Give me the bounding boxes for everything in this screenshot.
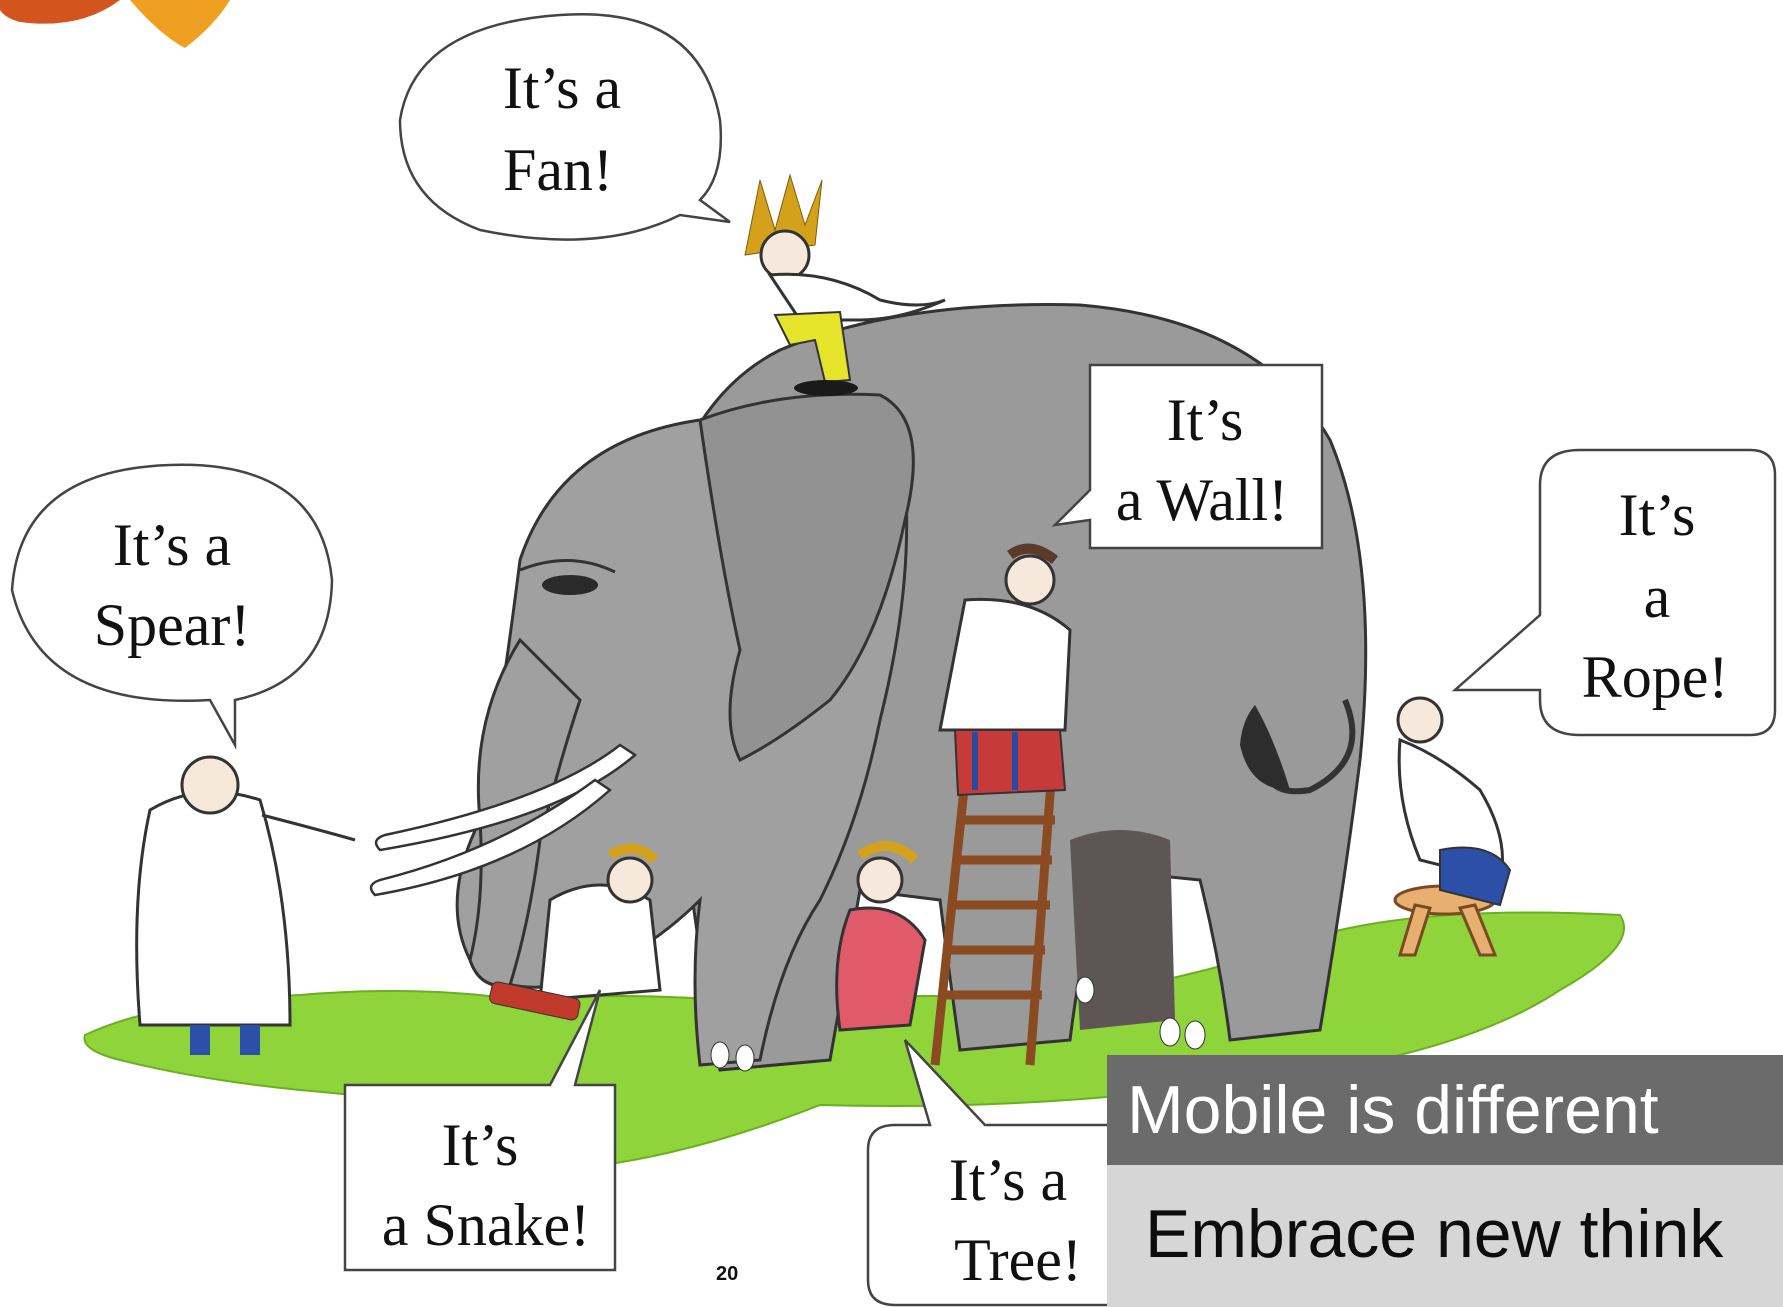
bubble-fan-line-1: It’s a (503, 55, 621, 121)
man-wall (938, 543, 1072, 797)
bubble-wall-line-1: It’s (1167, 387, 1244, 453)
bubble-spear-line-2: Spear! (94, 592, 251, 658)
bubble-tree-line-1: It’s a (949, 1147, 1067, 1213)
slide-number: 20 (716, 1263, 739, 1285)
man-spear (135, 755, 356, 1055)
caption-primary: Mobile is different (1107, 1055, 1783, 1165)
bubble-spear: It’s a Spear! (10, 463, 334, 750)
bubble-snake-line-1: It’s (442, 1112, 519, 1178)
bubble-rope-line-1: It’s (1619, 482, 1696, 548)
bubble-fan: It’s a Fan! (398, 12, 731, 241)
bubble-snake-line-2: a Snake! (382, 1192, 590, 1258)
caption-secondary: Embrace new think (1107, 1165, 1783, 1307)
bubble-tree-line-2: Tree! (954, 1227, 1082, 1293)
bubble-rope-line-3: Rope! (1582, 644, 1729, 710)
bubble-tree: It’s a Tree! (866, 1039, 1172, 1307)
bubble-wall-line-2: a Wall! (1116, 467, 1288, 533)
man-snake (489, 843, 662, 1021)
bubble-snake: It’s a Snake! (343, 989, 617, 1272)
bubble-spear-line-1: It’s a (113, 512, 231, 578)
woman-tree (835, 841, 927, 1032)
logo-mark (0, 0, 230, 48)
man-rope (1396, 696, 1512, 907)
bubble-rope-line-2: a (1644, 564, 1671, 630)
man-fan (744, 173, 946, 396)
bubble-fan-line-2: Fan! (503, 137, 613, 203)
bubble-rope: It’s a Rope! (1451, 448, 1777, 737)
bubble-wall: It’s a Wall! (1051, 363, 1324, 550)
